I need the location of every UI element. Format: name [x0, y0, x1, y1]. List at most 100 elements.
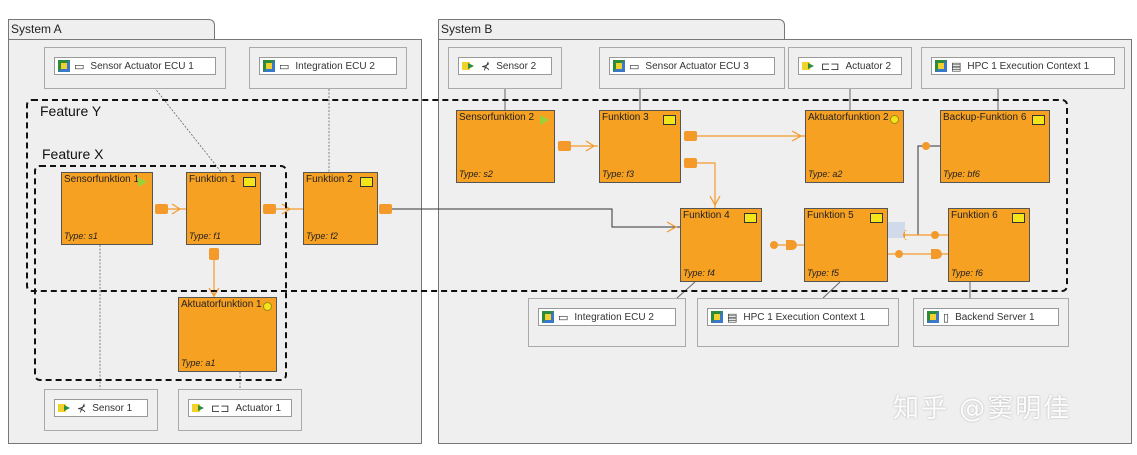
function-backup-funktion-6[interactable]: Backup-Funktion 6 Type: bf6: [940, 110, 1050, 183]
arrow-f1-f2: [281, 203, 292, 215]
port-f4-out: [770, 241, 778, 249]
port-bf6-in: [922, 142, 930, 150]
software-component-icon: [1032, 115, 1045, 125]
function-title: Backup-Funktion 6: [943, 112, 1027, 123]
function-type: Type: bf6: [943, 169, 980, 179]
port-s2-out: [558, 141, 571, 151]
sensor-icon: ⊀: [481, 59, 491, 73]
function-funktion-3[interactable]: Funktion 3 Type: f3: [599, 110, 681, 183]
function-title: Funktion 6: [951, 210, 998, 221]
function-title: Sensorfunktion 2: [459, 112, 535, 123]
resource-backend-server-1[interactable]: ▯Backend Server 1: [913, 298, 1069, 347]
resource-actuator-2[interactable]: ⊏⊐Actuator 2: [788, 47, 912, 89]
arrow-s2-f3: [585, 140, 596, 152]
resource-hpc-1-execution-context-1-bottom[interactable]: ▤HPC 1 Execution Context 1: [697, 298, 899, 347]
function-funktion-5[interactable]: Funktion 5 Type: f5: [804, 208, 888, 282]
actuator-dot-icon: [263, 302, 272, 311]
ecu-cube-icon: [935, 60, 947, 72]
ecu-cube-icon: [927, 311, 939, 323]
port-f5-in-2: [903, 230, 908, 240]
function-funktion-1[interactable]: Funktion 1 Type: f1: [186, 172, 261, 245]
software-component-icon: [870, 213, 883, 223]
function-title: Aktuatorfunktion 2: [808, 112, 889, 123]
chip-icon: ▭: [279, 59, 290, 73]
port-s1-out: [155, 204, 168, 214]
flow-f3-f4: [697, 162, 716, 208]
function-type: Type: a1: [181, 358, 216, 368]
ecu-cube-icon: [263, 60, 275, 72]
ecu-cube-icon: [58, 60, 70, 72]
function-type: Type: f2: [306, 231, 338, 241]
arrow-f3-a2: [791, 130, 803, 142]
resource-sensor-actuator-ecu-1[interactable]: ▭Sensor Actuator ECU 1: [44, 47, 226, 89]
system-b-tab: System B: [438, 19, 785, 40]
resource-sensor-actuator-ecu-3[interactable]: ▭Sensor Actuator ECU 3: [599, 47, 785, 89]
resource-integration-ecu-2-top[interactable]: ▭Integration ECU 2: [249, 47, 407, 89]
function-type: Type: f4: [683, 268, 715, 278]
arrow-s1-f1: [171, 203, 182, 215]
port-f6-in: [931, 249, 942, 259]
function-title: Sensorfunktion 1: [64, 174, 140, 185]
mapping-line-f1-ecu1: [149, 81, 223, 174]
resource-hpc-1-execution-context-1-top[interactable]: ▤HPC 1 Execution Context 1: [921, 47, 1125, 89]
resource-integration-ecu-2-bottom[interactable]: ▭Integration ECU 2: [528, 298, 686, 347]
resource-sensor-1[interactable]: ⊀Sensor 1: [44, 389, 158, 431]
function-type: Type: f6: [951, 268, 983, 278]
function-type: Type: f5: [807, 268, 839, 278]
ecu-cube-icon: [542, 311, 554, 323]
chip-icon: ▭: [629, 59, 640, 73]
function-title: Funktion 5: [807, 210, 854, 221]
function-title: Funktion 1: [189, 174, 236, 185]
arrow-f3-f4: [709, 195, 721, 207]
ecu-cube-icon: [711, 311, 723, 323]
watermark: 知乎 @窦明佳: [893, 394, 1072, 424]
feature-y-boundary: [26, 99, 1068, 292]
function-type: Type: s1: [64, 231, 98, 241]
sensor-icon: ⊀: [77, 401, 87, 415]
port-f3-out-1: [684, 131, 697, 141]
system-b-label: System B: [441, 22, 493, 36]
function-funktion-6[interactable]: Funktion 6 Type: f6: [948, 208, 1030, 282]
feature-x-boundary: [34, 165, 287, 381]
port-f1-out: [263, 204, 276, 214]
port-f1-down: [209, 248, 219, 260]
resource-sensor-2[interactable]: ⊀Sensor 2: [448, 47, 562, 89]
arrow-badge-icon: [58, 402, 74, 414]
play-icon: [540, 115, 549, 125]
function-type: Type: f1: [189, 231, 221, 241]
port-f6-out: [931, 231, 939, 239]
actuator-icon: ⊏⊐: [211, 401, 230, 415]
software-component-icon: [1012, 213, 1025, 223]
arrow-badge-icon: [462, 60, 478, 72]
port-group-marker: [888, 222, 905, 238]
resource-actuator-1[interactable]: ⊏⊐Actuator 1: [178, 389, 302, 431]
actuator-icon: ⊏⊐: [821, 59, 840, 73]
function-sensorfunktion-2[interactable]: Sensorfunktion 2 Type: s2: [456, 110, 555, 183]
feature-x-label: Feature X: [42, 146, 104, 162]
chip-icon: ▭: [558, 310, 569, 324]
function-funktion-2[interactable]: Funktion 2 Type: f2: [303, 172, 378, 245]
function-type: Type: s2: [459, 169, 493, 179]
function-title: Funktion 3: [602, 112, 649, 123]
port-f2-out: [379, 204, 392, 214]
software-component-icon: [360, 177, 373, 187]
function-type: Type: f3: [602, 169, 634, 179]
software-component-icon: [663, 115, 676, 125]
function-aktuatorfunktion-1[interactable]: Aktuatorfunktion 1 Type: a1: [178, 297, 277, 372]
software-component-icon: [744, 213, 757, 223]
play-icon: [138, 177, 147, 187]
feature-y-label: Feature Y: [40, 103, 102, 119]
flow-f2-f4: [392, 208, 680, 228]
function-title: Funktion 2: [306, 174, 353, 185]
function-sensorfunktion-1[interactable]: Sensorfunktion 1 Type: s1: [61, 172, 153, 245]
port-f5-out: [895, 250, 903, 258]
arrow-badge-icon: [802, 60, 818, 72]
system-a-tab: System A: [8, 19, 215, 40]
software-component-icon: [243, 177, 256, 187]
port-f3-out-2: [684, 158, 697, 168]
function-funktion-4[interactable]: Funktion 4 Type: f4: [680, 208, 762, 282]
hpc-icon: ▤: [951, 59, 962, 73]
system-a-label: System A: [11, 22, 62, 36]
function-aktuatorfunktion-2[interactable]: Aktuatorfunktion 2 Type: a2: [805, 110, 904, 183]
